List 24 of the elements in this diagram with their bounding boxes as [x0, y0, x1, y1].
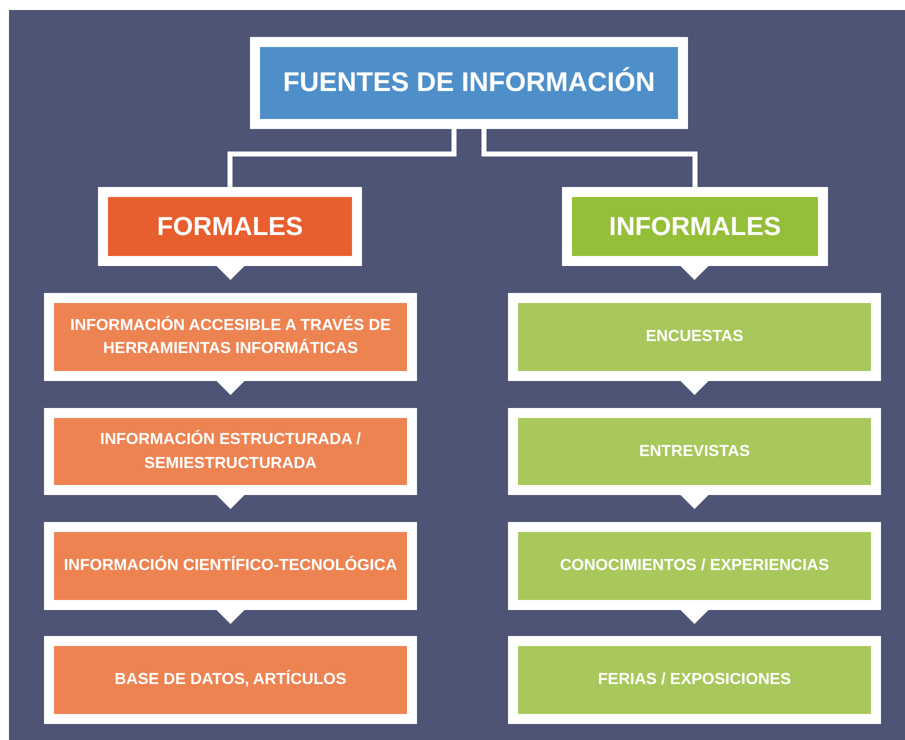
- source-box: [508, 293, 881, 381]
- box-label: ENTREVISTAS: [639, 442, 750, 462]
- category-box: [98, 187, 362, 266]
- box-label: FERIAS / EXPOSICIONES: [598, 670, 791, 690]
- box-label: FORMALES: [157, 210, 303, 243]
- source-box: [508, 522, 881, 610]
- connector-line: [228, 129, 456, 187]
- box-label: INFORMALES: [609, 210, 781, 243]
- source-box: [508, 636, 881, 724]
- title-box: [250, 37, 688, 129]
- connector-line: [482, 129, 698, 187]
- box-label: INFORMACIÓN CIENTÍFICO-TECNOLÓGICA: [64, 554, 398, 576]
- title-text: FUENTES DE INFORMACIÓN: [282, 66, 655, 100]
- source-box: [44, 636, 417, 724]
- category-box: [562, 187, 828, 266]
- box-label: ENCUESTAS: [646, 327, 744, 348]
- box-label: CONOCIMIENTOS / EXPERIENCIAS: [560, 556, 830, 576]
- source-box: [44, 408, 417, 495]
- box-label: INFORMACIÓN ACCESIBLE A TRAVÉS DE HERRAMIENTAS INFORMÁTICAS: [69, 314, 392, 359]
- box-label: INFORMACIÓN ESTRUCTURADA / SEMIESTRUCTURADA: [99, 428, 362, 474]
- source-box: [44, 293, 417, 381]
- source-box: [508, 408, 881, 495]
- source-box: [44, 522, 417, 610]
- box-label: BASE DE DATOS, ARTÍCULOS: [114, 668, 346, 690]
